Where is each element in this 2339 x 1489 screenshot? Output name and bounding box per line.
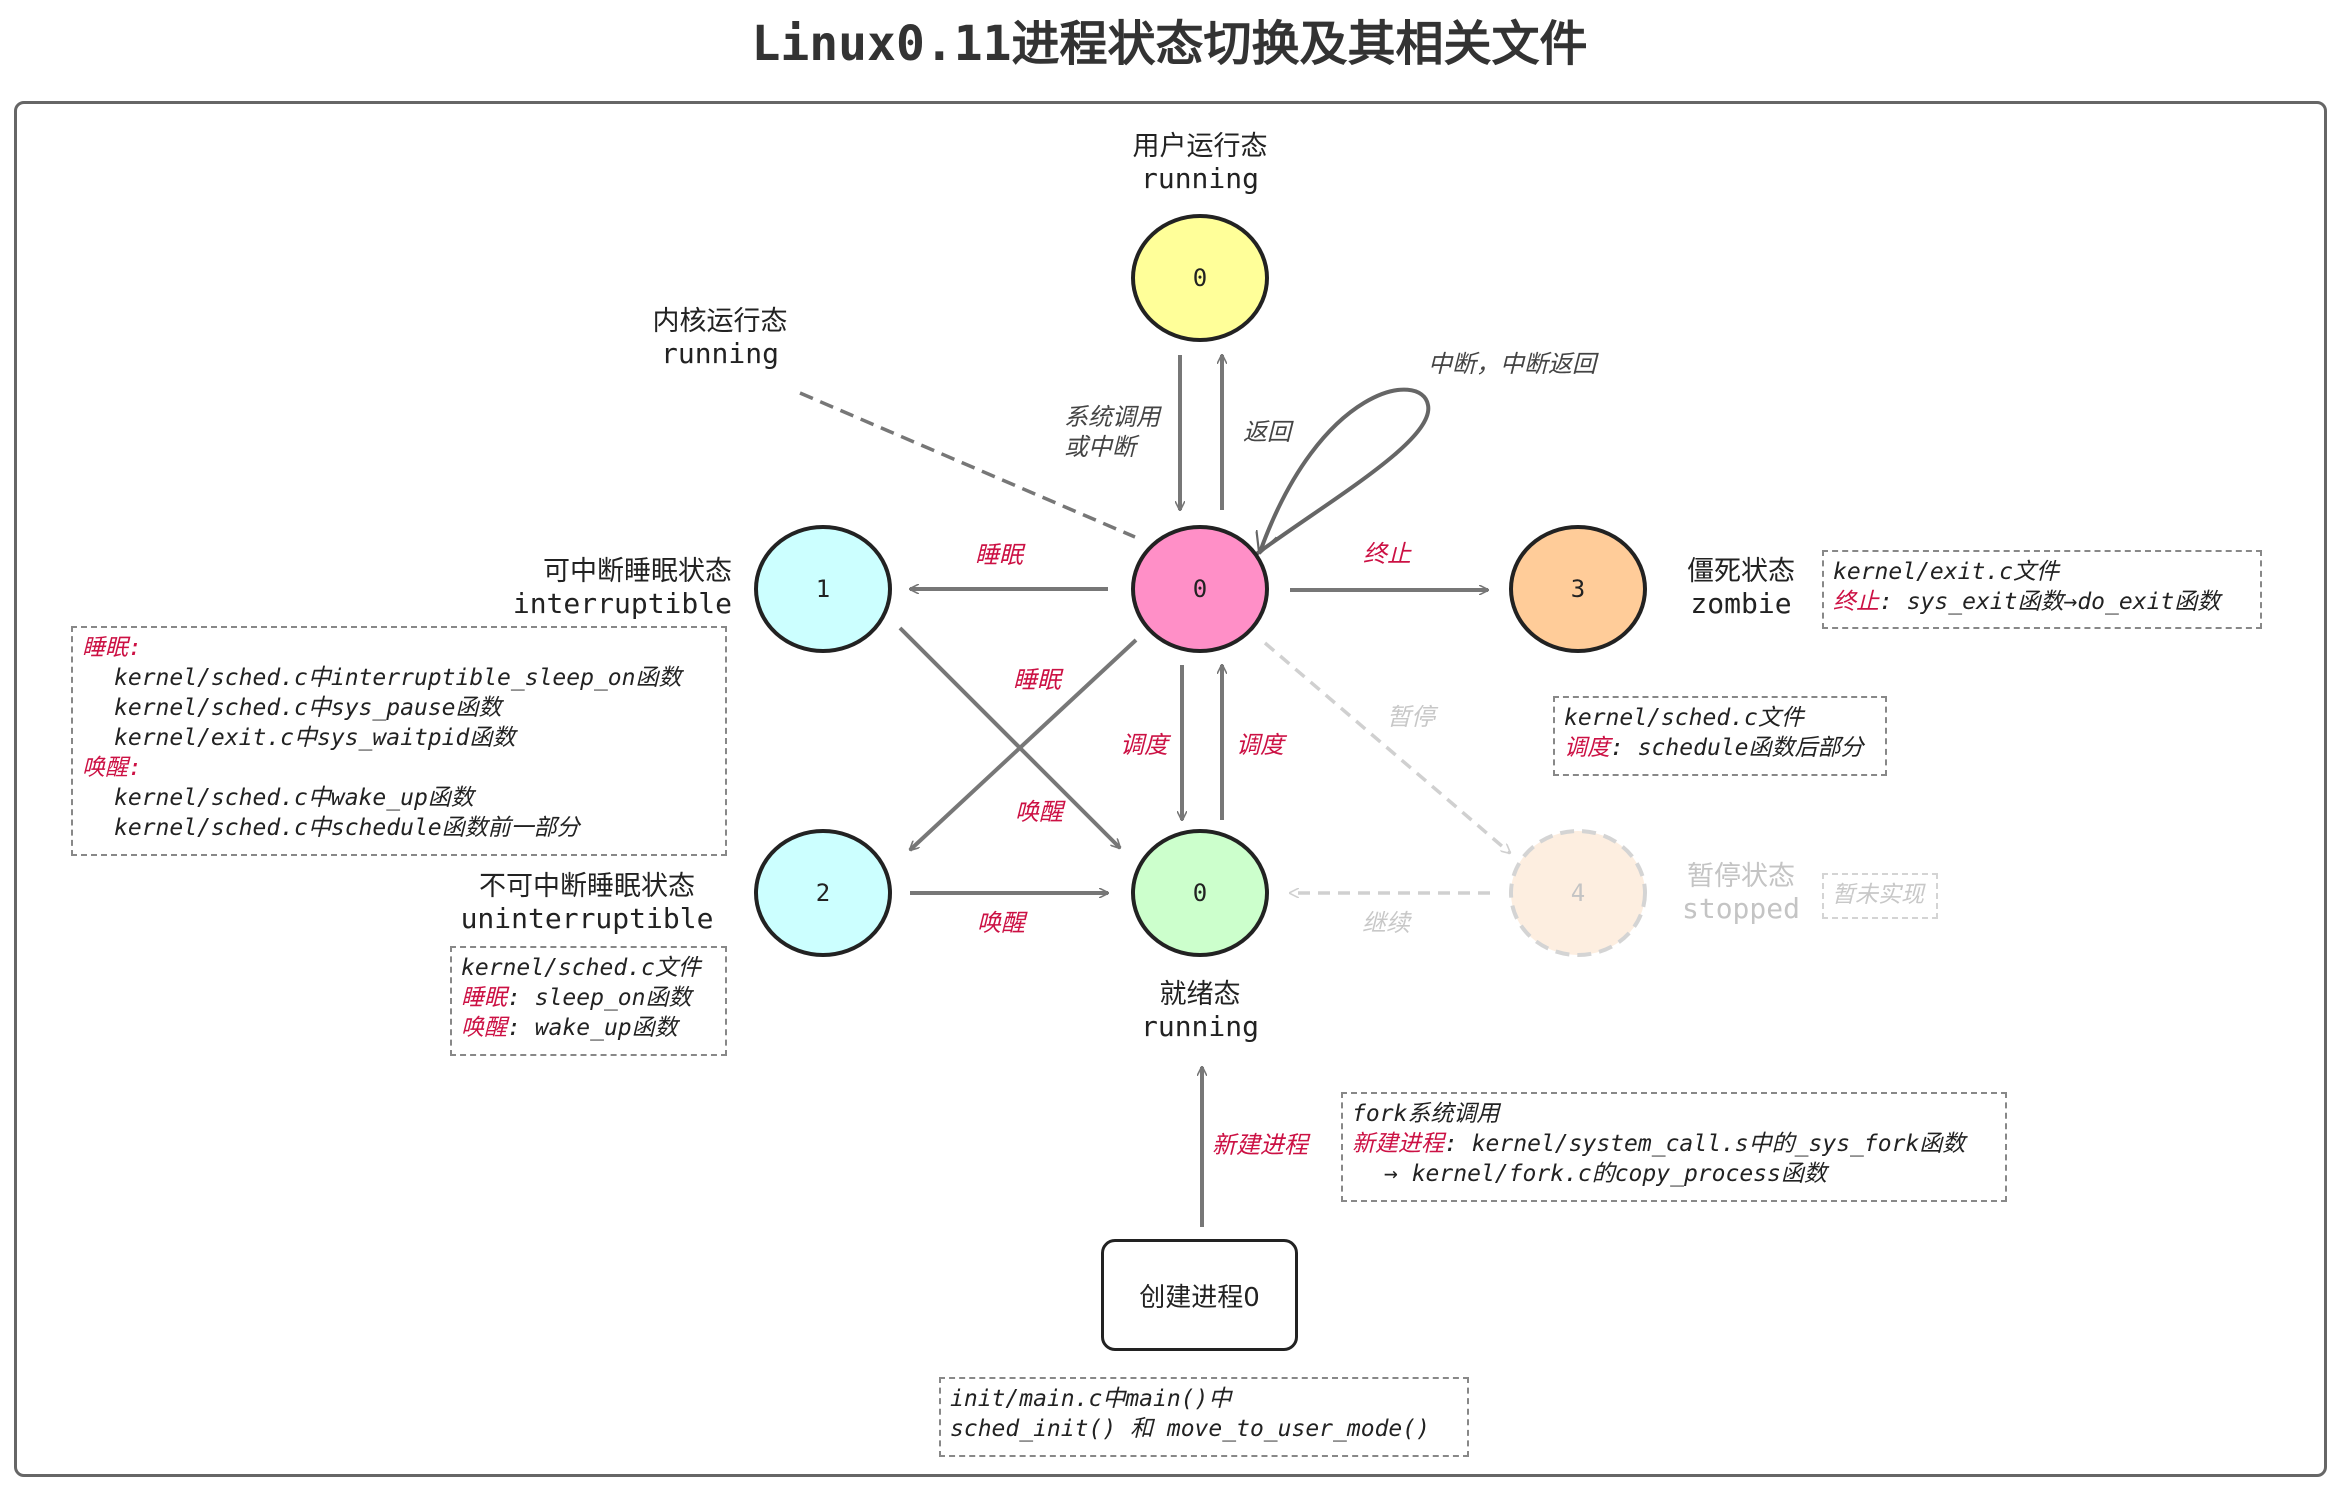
node-stopped-number: 4 xyxy=(1570,879,1586,907)
note-interruptible-wake-line1: kernel/sched.c中wake_up函数 xyxy=(114,785,474,811)
note-zombie-file: kernel/exit.c文件 xyxy=(1833,559,2060,585)
note-zombie-val: sys_exit函数→do_exit函数 xyxy=(1906,589,2221,615)
note-uninterruptible-sleep-key: 睡眠 xyxy=(461,985,507,1011)
label-kernel-running-en: running xyxy=(660,337,779,370)
note-interruptible-sleep-line2: kernel/sched.c中sys_pause函数 xyxy=(114,695,502,721)
edge-sleep-diag xyxy=(910,638,1138,850)
label-stopped-en: stopped xyxy=(1681,892,1800,925)
node-zombie xyxy=(1509,525,1647,653)
label-zombie-en: zombie xyxy=(1690,587,1792,620)
edge-label-syscall-line2: 或中断 xyxy=(1064,433,1136,461)
node-kernel-running xyxy=(1131,525,1269,653)
note-uninterruptible: kernel/sched.c文件 睡眠: sleep_on函数 唤醒: wake… xyxy=(450,946,727,1056)
note-fork-key: 新建进程 xyxy=(1352,1131,1444,1157)
edge-label-wakeup-bottom: 唤醒 xyxy=(977,909,1025,937)
edge-label-interrupt-loop: 中断，中断返回 xyxy=(1428,350,1596,378)
label-uninterruptible-cn: 不可中断睡眠状态 xyxy=(479,871,695,902)
label-ready-en: running xyxy=(1140,1010,1259,1043)
node-uninterruptible xyxy=(754,829,892,957)
node-interruptible-number: 1 xyxy=(815,575,831,603)
label-user-running: 用户运行态 running xyxy=(1050,131,1350,195)
diagram-title: Linux0.11进程状态切换及其相关文件 xyxy=(751,16,1588,72)
edge-label-sleep-diag: 睡眠 xyxy=(1013,666,1061,694)
label-interruptible-cn: 可中断睡眠状态 xyxy=(543,556,732,587)
node-interruptible xyxy=(754,525,892,653)
node-zombie-number: 3 xyxy=(1570,575,1586,603)
node-user-running xyxy=(1131,214,1269,342)
edge-interrupt-loop xyxy=(1253,387,1431,557)
note-init-line2: sched_init() 和 move_to_user_mode() xyxy=(950,1416,1430,1442)
note-init-line1: init/main.c中main()中 xyxy=(950,1386,1232,1412)
note-uninterruptible-file: kernel/sched.c文件 xyxy=(461,955,701,981)
label-uninterruptible: 不可中断睡眠状态 uninterruptible xyxy=(437,871,737,935)
note-uninterruptible-wake-val: wake_up函数 xyxy=(534,1015,678,1041)
note-schedule-val: schedule函数后部分 xyxy=(1637,735,1864,761)
note-interruptible-sleep-line3: kernel/exit.c中sys_waitpid函数 xyxy=(114,725,516,751)
kernel-running-pointer xyxy=(799,391,1136,539)
note-schedule-key: 调度 xyxy=(1564,735,1610,761)
node-kernel-running-number: 0 xyxy=(1192,575,1208,603)
note-interruptible-sleep-key: 睡眠 xyxy=(82,635,128,661)
edge-label-syscall-line1: 系统调用 xyxy=(1064,403,1160,431)
create-process-label: 创建进程0 xyxy=(1139,1282,1260,1313)
note-stopped: 暂未实现 xyxy=(1822,873,1938,919)
edge-label-sleep-left: 睡眠 xyxy=(975,541,1023,569)
label-interruptible: 可中断睡眠状态 interruptible xyxy=(452,556,732,620)
label-kernel-running: 内核运行态 running xyxy=(570,306,870,370)
edge-wakeup-diag xyxy=(898,626,1120,848)
edge-label-new-process: 新建进程 xyxy=(1212,1131,1308,1159)
node-ready-number: 0 xyxy=(1192,879,1208,907)
edge-label-pause: 暂停 xyxy=(1387,703,1435,731)
note-interruptible-sleep-line1: kernel/sched.c中interruptible_sleep_on函数 xyxy=(114,665,682,691)
note-fork-val: kernel/system_call.s中的_sys_fork函数 xyxy=(1471,1131,1966,1157)
edge-label-terminate: 终止 xyxy=(1363,540,1411,568)
note-uninterruptible-wake-key: 唤醒 xyxy=(461,1015,507,1041)
label-user-running-en: running xyxy=(1140,162,1259,195)
note-zombie: kernel/exit.c文件 终止: sys_exit函数→do_exit函数 xyxy=(1822,550,2262,629)
create-process-box: 创建进程0 xyxy=(1101,1239,1298,1351)
note-interruptible: 睡眠: kernel/sched.c中interruptible_sleep_o… xyxy=(71,626,727,856)
label-stopped-cn: 暂停状态 xyxy=(1687,861,1795,892)
edge-label-return: 返回 xyxy=(1243,418,1291,446)
edge-label-schedule-down: 调度 xyxy=(1120,731,1168,759)
node-ready xyxy=(1131,829,1269,957)
node-stopped xyxy=(1509,829,1647,957)
label-interruptible-en: interruptible xyxy=(512,587,732,620)
label-zombie: 僵死状态 zombie xyxy=(1671,556,1811,620)
edge-label-syscall: 系统调用 或中断 xyxy=(1064,402,1160,462)
note-fork-line1: fork系统调用 xyxy=(1352,1101,1500,1127)
note-fork: fork系统调用 新建进程: kernel/system_call.s中的_sy… xyxy=(1341,1092,2007,1202)
node-uninterruptible-number: 2 xyxy=(815,879,831,907)
label-ready-cn: 就绪态 xyxy=(1159,979,1241,1010)
note-interruptible-wake-line2: kernel/sched.c中schedule函数前一部分 xyxy=(114,815,580,841)
note-fork-line3: → kernel/fork.c的copy_process函数 xyxy=(1384,1161,1827,1187)
note-init: init/main.c中main()中 sched_init() 和 move_… xyxy=(939,1377,1469,1457)
label-user-running-cn: 用户运行态 xyxy=(1132,131,1268,162)
label-kernel-running-cn: 内核运行态 xyxy=(652,306,788,337)
note-interruptible-wake-key: 唤醒 xyxy=(82,755,128,781)
diagram-frame xyxy=(14,101,2327,1477)
note-uninterruptible-sleep-val: sleep_on函数 xyxy=(534,985,692,1011)
node-user-running-number: 0 xyxy=(1192,264,1208,292)
edge-label-resume: 继续 xyxy=(1362,909,1410,937)
note-schedule: kernel/sched.c文件 调度: schedule函数后部分 xyxy=(1553,696,1887,776)
label-uninterruptible-en: uninterruptible xyxy=(460,902,714,935)
edge-label-wakeup-diag: 唤醒 xyxy=(1015,798,1063,826)
note-zombie-key: 终止 xyxy=(1833,589,1879,615)
label-zombie-cn: 僵死状态 xyxy=(1687,556,1795,587)
label-stopped: 暂停状态 stopped xyxy=(1671,861,1811,925)
label-ready: 就绪态 running xyxy=(1050,979,1350,1043)
edge-label-schedule-up: 调度 xyxy=(1236,731,1284,759)
note-schedule-file: kernel/sched.c文件 xyxy=(1564,705,1804,731)
edge-pause xyxy=(1263,641,1510,853)
